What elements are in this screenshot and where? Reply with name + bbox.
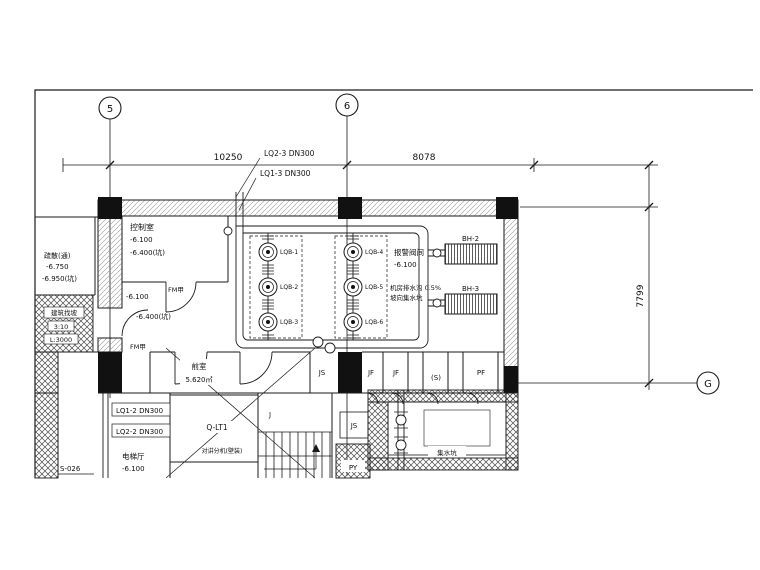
equipment-tag-bh3: BH-3 — [462, 285, 479, 293]
label-control-level: -6.100 — [130, 236, 153, 244]
doors — [121, 281, 479, 405]
label-slope-2: 3:10 — [54, 323, 69, 331]
label-sump: 集水坑 — [437, 448, 457, 457]
label-hall-level: -6.100 — [122, 465, 145, 473]
label-elevator-hall: 电梯厅 — [122, 451, 145, 461]
pipe-tag-lq1-3: LQ1-3 DN300 — [260, 169, 311, 178]
pump-groups: LQB-1 LQB-2 LQB-3 LQB-4 LQB-5 LQB-6 — [249, 235, 388, 339]
label-shaft-js2: JS — [350, 422, 358, 430]
dimension-lines: 10250 8078 7799 LQ2-3 DN300 LQ1-3 DN300 — [62, 149, 658, 390]
label-control-room: 控制室 — [130, 222, 154, 232]
grid-bubble-5 — [98, 96, 122, 120]
valve-icon — [312, 336, 324, 348]
shaft-js-box — [339, 411, 369, 439]
labels: 控制室 -6.100 -6.400(坑) 疏散(通) -6.750 -6.950… — [42, 222, 485, 475]
piping — [102, 192, 445, 478]
riser-valve-icon — [395, 439, 407, 451]
label-shaft-js: JS — [318, 369, 326, 377]
dim-height-7799: 7799 — [636, 284, 646, 307]
dim-span-10250: 10250 — [214, 153, 243, 163]
label-front-area: 5.620㎡ — [185, 376, 212, 384]
label-slope-1: 建筑找坡 — [51, 308, 78, 317]
grid-bubble-g — [696, 371, 720, 395]
label-shaft-py: PY — [349, 464, 358, 472]
riser-valve-icon — [395, 414, 407, 426]
pipe-tag-lq2-2: LQ2-2 DN300 — [116, 428, 163, 436]
label-evac-room: 疏散(通) — [44, 251, 71, 260]
label-fire-door-a: FM甲 — [168, 286, 184, 294]
stairs — [258, 411, 369, 478]
grid-axis-5-label: 5 — [107, 104, 113, 115]
label-fire-door-b: FM甲 — [130, 343, 146, 351]
valve-icon — [432, 248, 442, 258]
stair-arrowhead — [312, 444, 320, 452]
label-shaft-jf1: JF — [367, 369, 374, 377]
label-shaft-j: J — [268, 411, 271, 419]
elevator-tag: Q-LT1 — [206, 423, 228, 432]
pump-label: LQB-2 — [280, 284, 298, 291]
label-drain-note-2: 坡向集水坑 — [390, 293, 423, 302]
pipe-tag-lq1-2: LQ1-2 DN300 — [116, 407, 163, 415]
label-control-pit: -6.400(坑) — [130, 248, 165, 257]
pump-label: LQB-5 — [365, 284, 383, 291]
walls — [97, 199, 519, 394]
grid-bubble-6 — [335, 93, 359, 117]
pipe-tag-lq2-3: LQ2-3 DN300 — [264, 149, 315, 158]
pump-symbol — [258, 242, 363, 332]
label-drain-note-1: 机房排水沟 0.5% — [390, 283, 441, 292]
dim-span-8078: 8078 — [413, 153, 436, 163]
pump-label: LQB-3 — [280, 319, 298, 326]
heat-exchangers: BH-2 BH-3 — [444, 235, 498, 315]
label-alarm-level: -6.100 — [394, 261, 417, 269]
equipment-tag-bh2: BH-2 — [462, 235, 479, 243]
pump-label: LQB-6 — [365, 319, 383, 326]
columns — [98, 197, 518, 393]
label-corridor-pit: -6.400(坑) — [136, 312, 171, 321]
label-evac-level: -6.750 — [46, 263, 69, 271]
label-shaft-pf: PF — [477, 369, 485, 377]
label-alarm-valve-room: 报警阀间 — [394, 247, 424, 257]
riser-tags: LQ1-2 DN300 LQ2-2 DN300 — [111, 402, 171, 438]
label-corridor-level: -6.100 — [126, 293, 149, 301]
pump-label: LQB-4 — [365, 249, 383, 256]
label-shaft-s: (S) — [431, 374, 441, 382]
valve-icon — [432, 298, 442, 308]
label-detail-ref: S-026 — [60, 465, 81, 473]
valve-icon — [324, 342, 336, 354]
gauge-icon — [223, 226, 233, 236]
label-evac-pit: -6.950(坑) — [42, 274, 77, 283]
pump-label: LQB-1 — [280, 249, 298, 256]
grid-axes: 5 6 G — [98, 93, 720, 476]
grid-axis-6-label: 6 — [344, 101, 350, 112]
label-front-room: 前室 — [192, 361, 207, 371]
grid-axis-g-label: G — [704, 379, 712, 390]
elevator-intercom-note: 对讲分机(壁装) — [202, 447, 243, 455]
label-shaft-jf2: JF — [392, 369, 399, 377]
label-slope-3: L:3000 — [50, 336, 72, 344]
elevator-shaft: Q-LT1 对讲分机(壁装) — [169, 394, 259, 463]
inner-detail-box — [423, 409, 491, 447]
